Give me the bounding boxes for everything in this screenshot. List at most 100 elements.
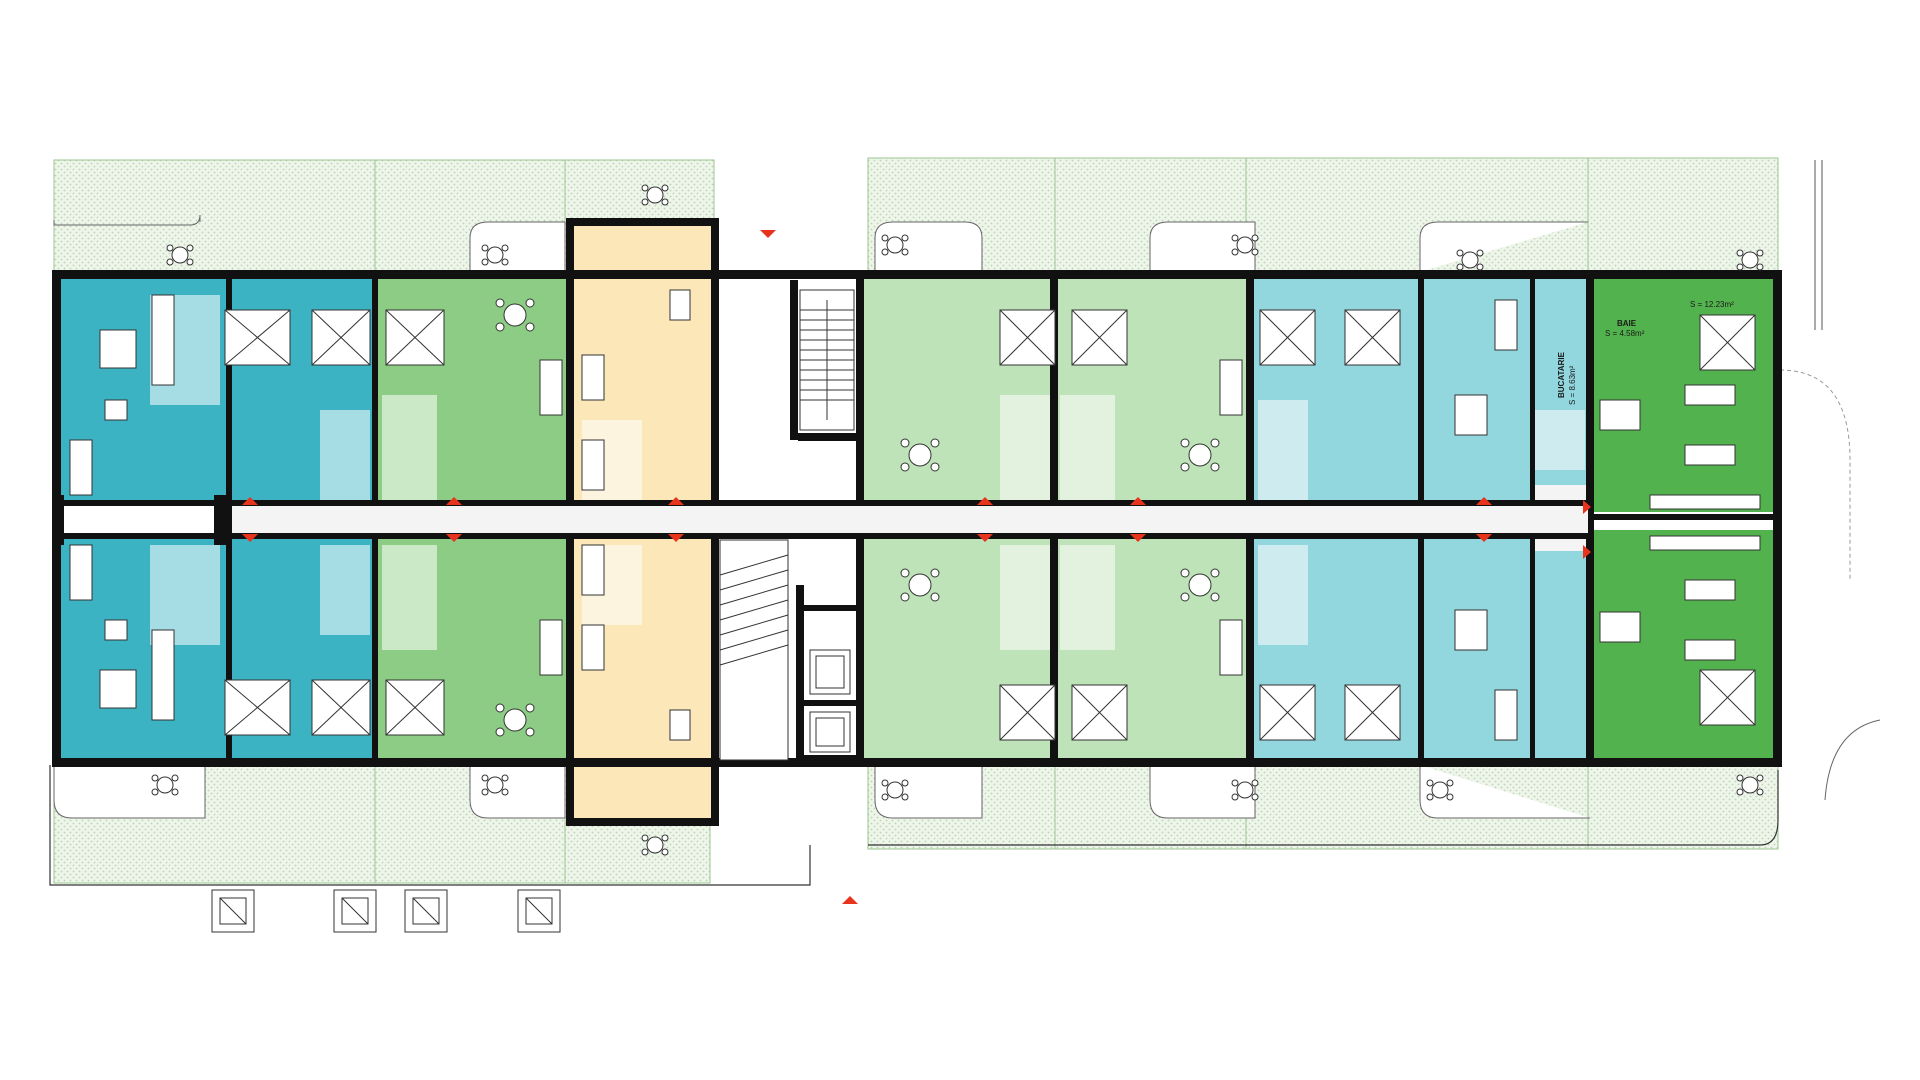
partition — [1050, 276, 1058, 504]
round-table-icon — [1231, 234, 1259, 256]
armchair — [104, 399, 128, 421]
kitchen-counter — [151, 294, 175, 386]
double-bed-icon — [1259, 309, 1316, 366]
bathtub — [581, 439, 605, 491]
planter — [1149, 221, 1256, 272]
planter — [1149, 765, 1256, 819]
sofa — [1684, 444, 1736, 466]
service-zones — [150, 295, 1585, 650]
desk — [669, 289, 691, 321]
pillar — [214, 495, 232, 545]
elevator-wall — [796, 605, 858, 611]
round-table-icon — [641, 184, 669, 206]
partition — [226, 276, 232, 504]
double-bed-icon — [385, 679, 445, 736]
red-triangle-icon — [1130, 497, 1146, 505]
planter — [1419, 765, 1590, 819]
shafts — [211, 889, 561, 933]
bath-zone — [1000, 395, 1055, 500]
kitchen-counter — [1649, 535, 1761, 551]
round-table-icon — [641, 834, 669, 856]
bucatarie-label: BUCATARIE — [1557, 351, 1566, 398]
sofa — [581, 354, 605, 401]
elevator-icon — [809, 711, 851, 753]
double-bed-icon — [1699, 314, 1756, 371]
partition — [1418, 535, 1424, 761]
corridor — [226, 504, 1592, 535]
round-table-icon — [900, 568, 940, 602]
bucatarie-area: S = 8.63m² — [1568, 365, 1577, 405]
double-bed-icon — [224, 309, 291, 366]
baie-label: BAIE — [1617, 319, 1637, 328]
stairs — [719, 289, 855, 761]
corridor-wall-south — [52, 533, 1592, 539]
planter — [53, 214, 201, 226]
stair-icon — [800, 309, 854, 401]
kitchen-counter — [151, 629, 175, 721]
partition — [856, 276, 864, 504]
dining-table — [99, 329, 137, 369]
round-table-icon — [166, 244, 194, 266]
double-bed-icon — [311, 309, 371, 366]
ventilation-shaft-icon — [517, 889, 561, 933]
round-table-icon — [881, 234, 909, 256]
round-table-icon — [881, 779, 909, 801]
sofa — [1494, 299, 1518, 351]
round-table-icon — [1456, 249, 1484, 271]
planters — [53, 214, 1590, 819]
round-table-icon — [481, 244, 509, 266]
outer-wall-north — [52, 270, 1782, 279]
planter — [874, 221, 983, 272]
sofa — [69, 544, 93, 601]
studio-top-wall — [566, 218, 719, 226]
stair-icon — [719, 539, 789, 761]
elevator-icon — [815, 717, 845, 747]
partition — [372, 276, 378, 504]
partition — [566, 220, 574, 504]
corridor-wall-north — [52, 500, 1592, 506]
tables — [151, 184, 1764, 856]
double-bed-icon — [311, 679, 371, 736]
round-table-icon — [481, 774, 509, 796]
sofa — [581, 624, 605, 671]
sofa — [1684, 639, 1736, 661]
kitchen-counter — [1649, 494, 1761, 510]
partition — [1418, 276, 1424, 504]
dining-table — [99, 669, 137, 709]
double-bed-icon — [1344, 684, 1401, 741]
bath-zone — [320, 545, 370, 635]
bath-zone — [1535, 410, 1585, 470]
round-table-icon — [495, 298, 535, 332]
double-bed-icon — [1071, 684, 1128, 741]
partition — [711, 535, 719, 825]
double-bed-icon — [1259, 684, 1316, 741]
stair-wall — [798, 433, 858, 441]
room-labels: BUCATARIE S = 8.63m² BAIE S = 4.58m² S =… — [1557, 300, 1734, 405]
sofa — [539, 619, 563, 676]
red-triangle-icon — [842, 896, 858, 904]
bath-zone — [1060, 545, 1115, 650]
planter — [874, 765, 983, 819]
walls — [52, 218, 1782, 826]
outer-wall-south — [52, 758, 1782, 767]
round-table-icon — [1736, 774, 1764, 796]
red-triangle-icon — [446, 497, 462, 505]
armchair — [104, 619, 128, 641]
bathtub — [581, 544, 605, 596]
sofa — [1684, 384, 1736, 406]
round-table-icon — [1180, 568, 1220, 602]
double-bed-icon — [999, 684, 1056, 741]
room-area-label: S = 12.23m² — [1690, 300, 1734, 309]
paving-curve — [1779, 369, 1851, 580]
elevator-wall — [796, 585, 804, 761]
red-triangle-icon — [446, 534, 462, 542]
dining-table — [1599, 611, 1641, 643]
dining-table — [1454, 609, 1488, 651]
red-triangle-icon — [977, 497, 993, 505]
sofa — [539, 359, 563, 416]
double-bed-icon — [385, 309, 445, 366]
corridor-end — [1535, 485, 1592, 551]
dining-table — [1454, 394, 1488, 436]
red-triangle-icon — [1476, 534, 1492, 542]
